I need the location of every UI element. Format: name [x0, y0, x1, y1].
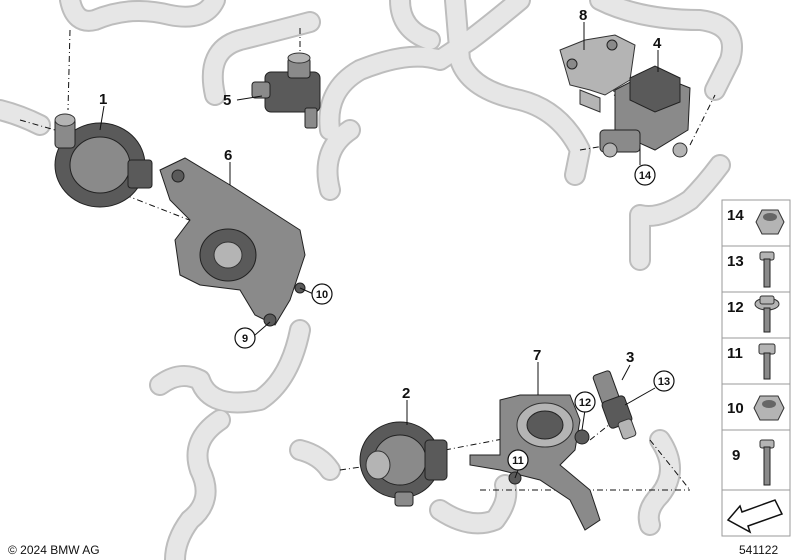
circled-callout-10: 10	[311, 283, 333, 305]
circled-callouts: 9 10 11 12 13 14	[234, 164, 675, 471]
callout-8: 8	[579, 7, 587, 24]
flange-bolt-icon	[754, 295, 780, 333]
panel-label-14: 14	[727, 207, 744, 224]
part-6-bracket[interactable]	[159, 157, 306, 327]
hex-bolt-icon	[758, 343, 776, 380]
callout-7: 7	[533, 347, 541, 364]
circled-callout-12: 12	[574, 391, 596, 413]
circled-callout-14: 14	[634, 164, 656, 186]
callout-5: 5	[223, 92, 231, 109]
circled-callout-13: 13	[653, 370, 675, 392]
svg-text:9: 9	[242, 333, 248, 345]
svg-text:12: 12	[579, 397, 591, 409]
callout-1: 1	[99, 91, 107, 108]
callout-6: 6	[224, 147, 232, 164]
panel-cell-9[interactable]	[721, 429, 791, 491]
svg-text:14: 14	[639, 170, 652, 182]
part-5-valve[interactable]	[251, 52, 321, 129]
part-7-holder[interactable]	[469, 394, 601, 531]
part-8-bracket[interactable]	[559, 34, 636, 113]
panel-label-9: 9	[732, 447, 740, 464]
part-3-sensor[interactable]	[592, 370, 637, 440]
hardware-panel: 14 13 12 11 10 9	[721, 199, 791, 537]
svg-text:13: 13	[658, 376, 670, 388]
part-4-valve-unit[interactable]	[599, 65, 691, 158]
callout-3: 3	[626, 349, 634, 366]
panel-label-11: 11	[727, 345, 743, 362]
part-2-coolant-pump[interactable]	[359, 421, 448, 507]
coolant-hoses	[0, 0, 743, 560]
panel-label-10: 10	[727, 400, 744, 417]
circled-callout-11: 11	[507, 449, 529, 471]
lock-nut-icon	[753, 395, 785, 421]
svg-text:10: 10	[316, 289, 328, 301]
panel-label-12: 12	[727, 299, 744, 316]
circled-callout-9: 9	[234, 327, 256, 349]
leader-lines	[99, 22, 659, 479]
svg-text:11: 11	[512, 455, 524, 467]
callout-2: 2	[402, 385, 410, 402]
panel-cell-11[interactable]	[721, 337, 791, 385]
panel-cell-12[interactable]	[721, 291, 791, 339]
long-bolt-icon	[759, 439, 775, 486]
panel-label-13: 13	[727, 253, 744, 270]
copyright-text: © 2024 BMW AG	[8, 543, 100, 557]
hex-nut-icon	[755, 209, 785, 235]
callout-labels: 1 2 3 4 5 6 7 8	[99, 7, 662, 402]
pointer-arrow-icon	[726, 499, 784, 534]
bolt-icon	[759, 251, 775, 288]
diagram-number: 541122	[739, 543, 778, 557]
callout-4: 4	[653, 35, 662, 52]
part-1-coolant-pump[interactable]	[54, 113, 153, 208]
